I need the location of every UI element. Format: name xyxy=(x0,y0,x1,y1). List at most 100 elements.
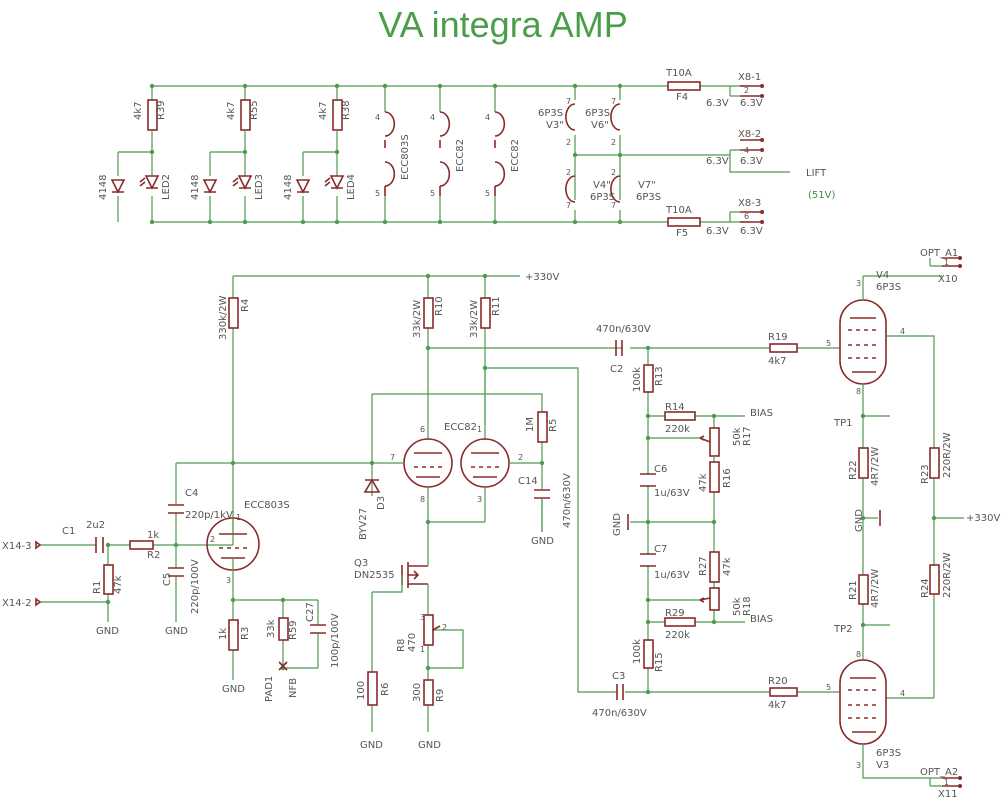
connector-x11 xyxy=(929,776,962,788)
diode-4148-b xyxy=(202,179,218,194)
label-r39: R39 xyxy=(156,100,167,120)
resistor-r1 xyxy=(103,564,114,595)
label-opt-a1: OPT_A1 xyxy=(920,248,958,259)
label-c14-val: 470n/630V xyxy=(562,473,573,528)
capacitor-c14 xyxy=(534,489,550,499)
input-stage xyxy=(35,275,520,680)
svg-text:6: 6 xyxy=(420,425,425,434)
svg-text:7: 7 xyxy=(390,453,395,462)
label-q3: Q3 xyxy=(354,558,368,569)
tube-v4 xyxy=(839,299,887,385)
label-led2: LED2 xyxy=(161,174,172,200)
label-gnd-5: GND xyxy=(360,740,383,751)
label-6v3-a: 6.3V xyxy=(706,98,729,109)
label-r22-val: 4R7/2W xyxy=(870,447,881,486)
potentiometer-r17 xyxy=(709,427,720,457)
diode-d3 xyxy=(363,478,381,493)
capacitor-c4 xyxy=(168,504,184,514)
label-r23: R23 xyxy=(920,464,931,484)
svg-text:3: 3 xyxy=(420,613,425,622)
label-c6-val: 1u/63V xyxy=(654,488,690,499)
label-r11-val: 33k/2W xyxy=(469,300,480,338)
tube-ecc803s xyxy=(206,517,260,575)
label-b330-top: +330V xyxy=(525,272,559,283)
label-v6: V6" xyxy=(591,120,609,131)
label-r59: R59 xyxy=(288,620,299,640)
svg-text:7: 7 xyxy=(566,201,571,210)
label-r14-val: 220k xyxy=(665,424,690,435)
label-gnd-6: GND xyxy=(418,740,441,751)
label-r15: R15 xyxy=(654,652,665,672)
label-r20-val: 4k7 xyxy=(768,700,787,711)
led-led3 xyxy=(232,175,253,190)
resistor-r29 xyxy=(664,617,696,627)
label-r29: R29 xyxy=(665,608,685,619)
label-b330-right: +330V xyxy=(966,513,1000,524)
tube-v3 xyxy=(839,659,887,745)
label-r21: R21 xyxy=(848,580,859,600)
capacitor-c6 xyxy=(640,473,656,487)
label-c7: C7 xyxy=(654,544,667,555)
label-lift-voltage: (51V) xyxy=(808,190,835,201)
label-q3-val: DN2535 xyxy=(354,570,395,581)
svg-text:3: 3 xyxy=(856,761,861,770)
label-r17-val: 50k xyxy=(732,427,743,446)
label-r8: R8 xyxy=(396,639,407,652)
resistor-r10 xyxy=(423,297,434,329)
svg-text:1: 1 xyxy=(477,425,482,434)
svg-text:8: 8 xyxy=(856,650,861,659)
heater-v3 xyxy=(565,103,576,131)
label-6v3-d: 6.3V xyxy=(740,156,763,167)
mosfet-q3 xyxy=(401,562,428,588)
label-r9-val: 300 xyxy=(412,683,423,702)
resistor-r59 xyxy=(278,617,289,641)
label-r17: R17 xyxy=(742,426,753,446)
tube-ecc82-a xyxy=(403,438,453,488)
svg-text:5: 5 xyxy=(430,189,435,198)
svg-text:4: 4 xyxy=(485,113,490,122)
svg-text:2: 2 xyxy=(566,168,571,177)
label-r15-val: 100k xyxy=(632,639,643,664)
label-r19: R19 xyxy=(768,332,788,343)
label-c2-val: 470n/630V xyxy=(596,324,651,335)
led-led4 xyxy=(324,175,345,190)
label-r16: R16 xyxy=(722,468,733,488)
heater-v7 xyxy=(610,175,621,203)
label-c1-val: 2u2 xyxy=(86,520,105,531)
label-r13-val: 100k xyxy=(632,367,643,392)
capacitor-c2 xyxy=(615,340,623,356)
label-gnd-3: GND xyxy=(222,684,245,695)
label-c14: C14 xyxy=(518,476,538,487)
capacitor-c5 xyxy=(168,567,184,577)
label-c2: C2 xyxy=(610,364,623,375)
label-v3-type: 6P3S xyxy=(538,108,563,119)
label-r23-val: 220R/2W xyxy=(942,432,953,478)
label-r16-val: 47k xyxy=(698,473,709,492)
label-c3: C3 xyxy=(612,671,625,682)
label-r5-val: 1M xyxy=(525,417,536,432)
label-r24: R24 xyxy=(920,578,931,598)
label-r27: R27 xyxy=(698,556,709,576)
resistor-r19 xyxy=(769,343,798,353)
label-tp1: TP1 xyxy=(833,418,853,429)
label-r21-val: 4R7/2W xyxy=(870,569,881,608)
label-d3: D3 xyxy=(376,496,387,510)
label-r38-val: 4k7 xyxy=(318,101,329,120)
svg-text:6: 6 xyxy=(744,212,749,221)
svg-text:2: 2 xyxy=(744,86,749,95)
label-r39-val: 4k7 xyxy=(133,101,144,120)
label-f5: F5 xyxy=(676,228,688,239)
label-r18: R18 xyxy=(742,596,753,616)
output-labels: 470n/630V C2 C3 470n/630V 100k R13 R14 2… xyxy=(592,248,1000,800)
label-r10: R10 xyxy=(434,296,445,316)
label-r8-val: 470 xyxy=(407,633,418,652)
label-x10: X10 xyxy=(938,274,958,285)
label-v4: V4" xyxy=(593,180,611,191)
label-r2-val: 1k xyxy=(147,530,159,541)
svg-text:4: 4 xyxy=(430,113,435,122)
svg-text:7: 7 xyxy=(566,97,571,106)
label-tp2: TP2 xyxy=(833,624,853,635)
label-v3: V3 xyxy=(876,760,889,771)
label-c5-val: 220p/100V xyxy=(190,559,201,614)
tube-ecc82-b xyxy=(460,438,510,488)
